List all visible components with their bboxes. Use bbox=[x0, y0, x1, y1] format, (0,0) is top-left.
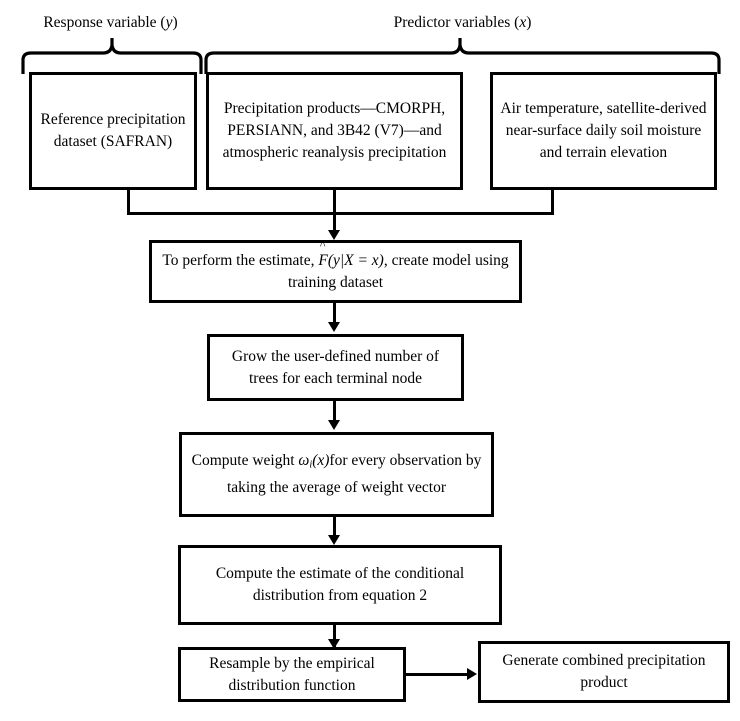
node-precipitation-products: Precipitation products—CMORPH, PERSIANN,… bbox=[206, 72, 463, 190]
group-label-response: Response variable (y) bbox=[8, 14, 213, 32]
connector-weight-to-distribution bbox=[333, 517, 336, 541]
connector-resample-to-product bbox=[406, 673, 471, 676]
node-resample: Resample by the empirical distribution f… bbox=[178, 647, 406, 702]
node-compute-weight-suffix: for every observation by taking the aver… bbox=[226, 452, 482, 496]
node-create-model-suffix: , create model using training dataset bbox=[287, 251, 509, 291]
node-grow-trees-label: Grow the user-defined number of trees fo… bbox=[231, 347, 440, 387]
arrowhead-to-compute-weight bbox=[328, 420, 340, 430]
connector-ancillary-stub bbox=[551, 190, 554, 215]
node-generate-product: Generate combined precipitation product bbox=[478, 641, 730, 703]
group-label-response-var: y bbox=[165, 14, 173, 31]
node-grow-trees: Grow the user-defined number of trees fo… bbox=[207, 334, 464, 401]
arrowhead-to-grow-trees bbox=[328, 322, 340, 332]
group-label-predictor-suffix: ) bbox=[526, 14, 532, 31]
connector-distribution-to-resample bbox=[333, 625, 336, 647]
arrowhead-to-generate-product bbox=[467, 668, 477, 680]
node-conditional-distribution-label: Compute the estimate of the conditional … bbox=[215, 565, 465, 604]
group-label-predictor-prefix: Predictor variables ( bbox=[393, 14, 520, 31]
node-ancillary-variables: Air temperature, satellite-derived near-… bbox=[490, 72, 717, 190]
node-compute-weight: Compute weight ωi(x)for every observatio… bbox=[179, 432, 494, 517]
group-label-response-suffix: ) bbox=[172, 14, 178, 31]
node-create-model-label: To perform the estimate, F(y|X = x), cre… bbox=[159, 250, 512, 294]
node-create-model: To perform the estimate, F(y|X = x), cre… bbox=[149, 240, 522, 303]
node-compute-weight-omega: ω bbox=[298, 452, 310, 470]
node-conditional-distribution: Compute the estimate of the conditional … bbox=[178, 545, 502, 625]
node-create-model-prefix: To perform the estimate, bbox=[162, 251, 319, 269]
arrowhead-to-resample bbox=[328, 639, 340, 649]
node-create-model-estimator: F bbox=[318, 250, 327, 272]
node-resample-label: Resample by the empirical distribution f… bbox=[209, 654, 375, 694]
node-create-model-args: (y|X = x) bbox=[327, 251, 384, 269]
node-compute-weight-prefix: Compute weight bbox=[191, 452, 299, 470]
node-compute-weight-label: Compute weight ωi(x)for every observatio… bbox=[189, 450, 484, 498]
connector-source-bus bbox=[127, 212, 554, 215]
node-reference-dataset-label: Reference precipitation dataset (SAFRAN) bbox=[40, 111, 186, 150]
group-label-response-prefix: Response variable ( bbox=[43, 14, 166, 31]
connector-products-down bbox=[333, 190, 336, 235]
connector-reference-stub bbox=[127, 190, 130, 215]
node-ancillary-variables-label: Air temperature, satellite-derived near-… bbox=[500, 100, 707, 161]
connector-model-to-trees bbox=[333, 303, 336, 327]
node-compute-weight-subscript: i bbox=[309, 459, 313, 471]
arrowhead-to-create-model bbox=[328, 230, 340, 240]
node-reference-dataset: Reference precipitation dataset (SAFRAN) bbox=[29, 72, 197, 190]
brace-predictor bbox=[203, 36, 722, 74]
arrowhead-to-conditional-distribution bbox=[328, 535, 340, 545]
group-label-predictor-var: x bbox=[519, 14, 527, 31]
group-label-predictor: Predictor variables (x) bbox=[240, 14, 685, 32]
connector-trees-to-weight bbox=[333, 401, 336, 425]
node-compute-weight-arg: (x) bbox=[312, 452, 330, 470]
node-precipitation-products-label: Precipitation products—CMORPH, PERSIANN,… bbox=[222, 100, 447, 161]
node-generate-product-label: Generate combined precipitation product bbox=[502, 652, 706, 691]
brace-response bbox=[20, 36, 204, 74]
